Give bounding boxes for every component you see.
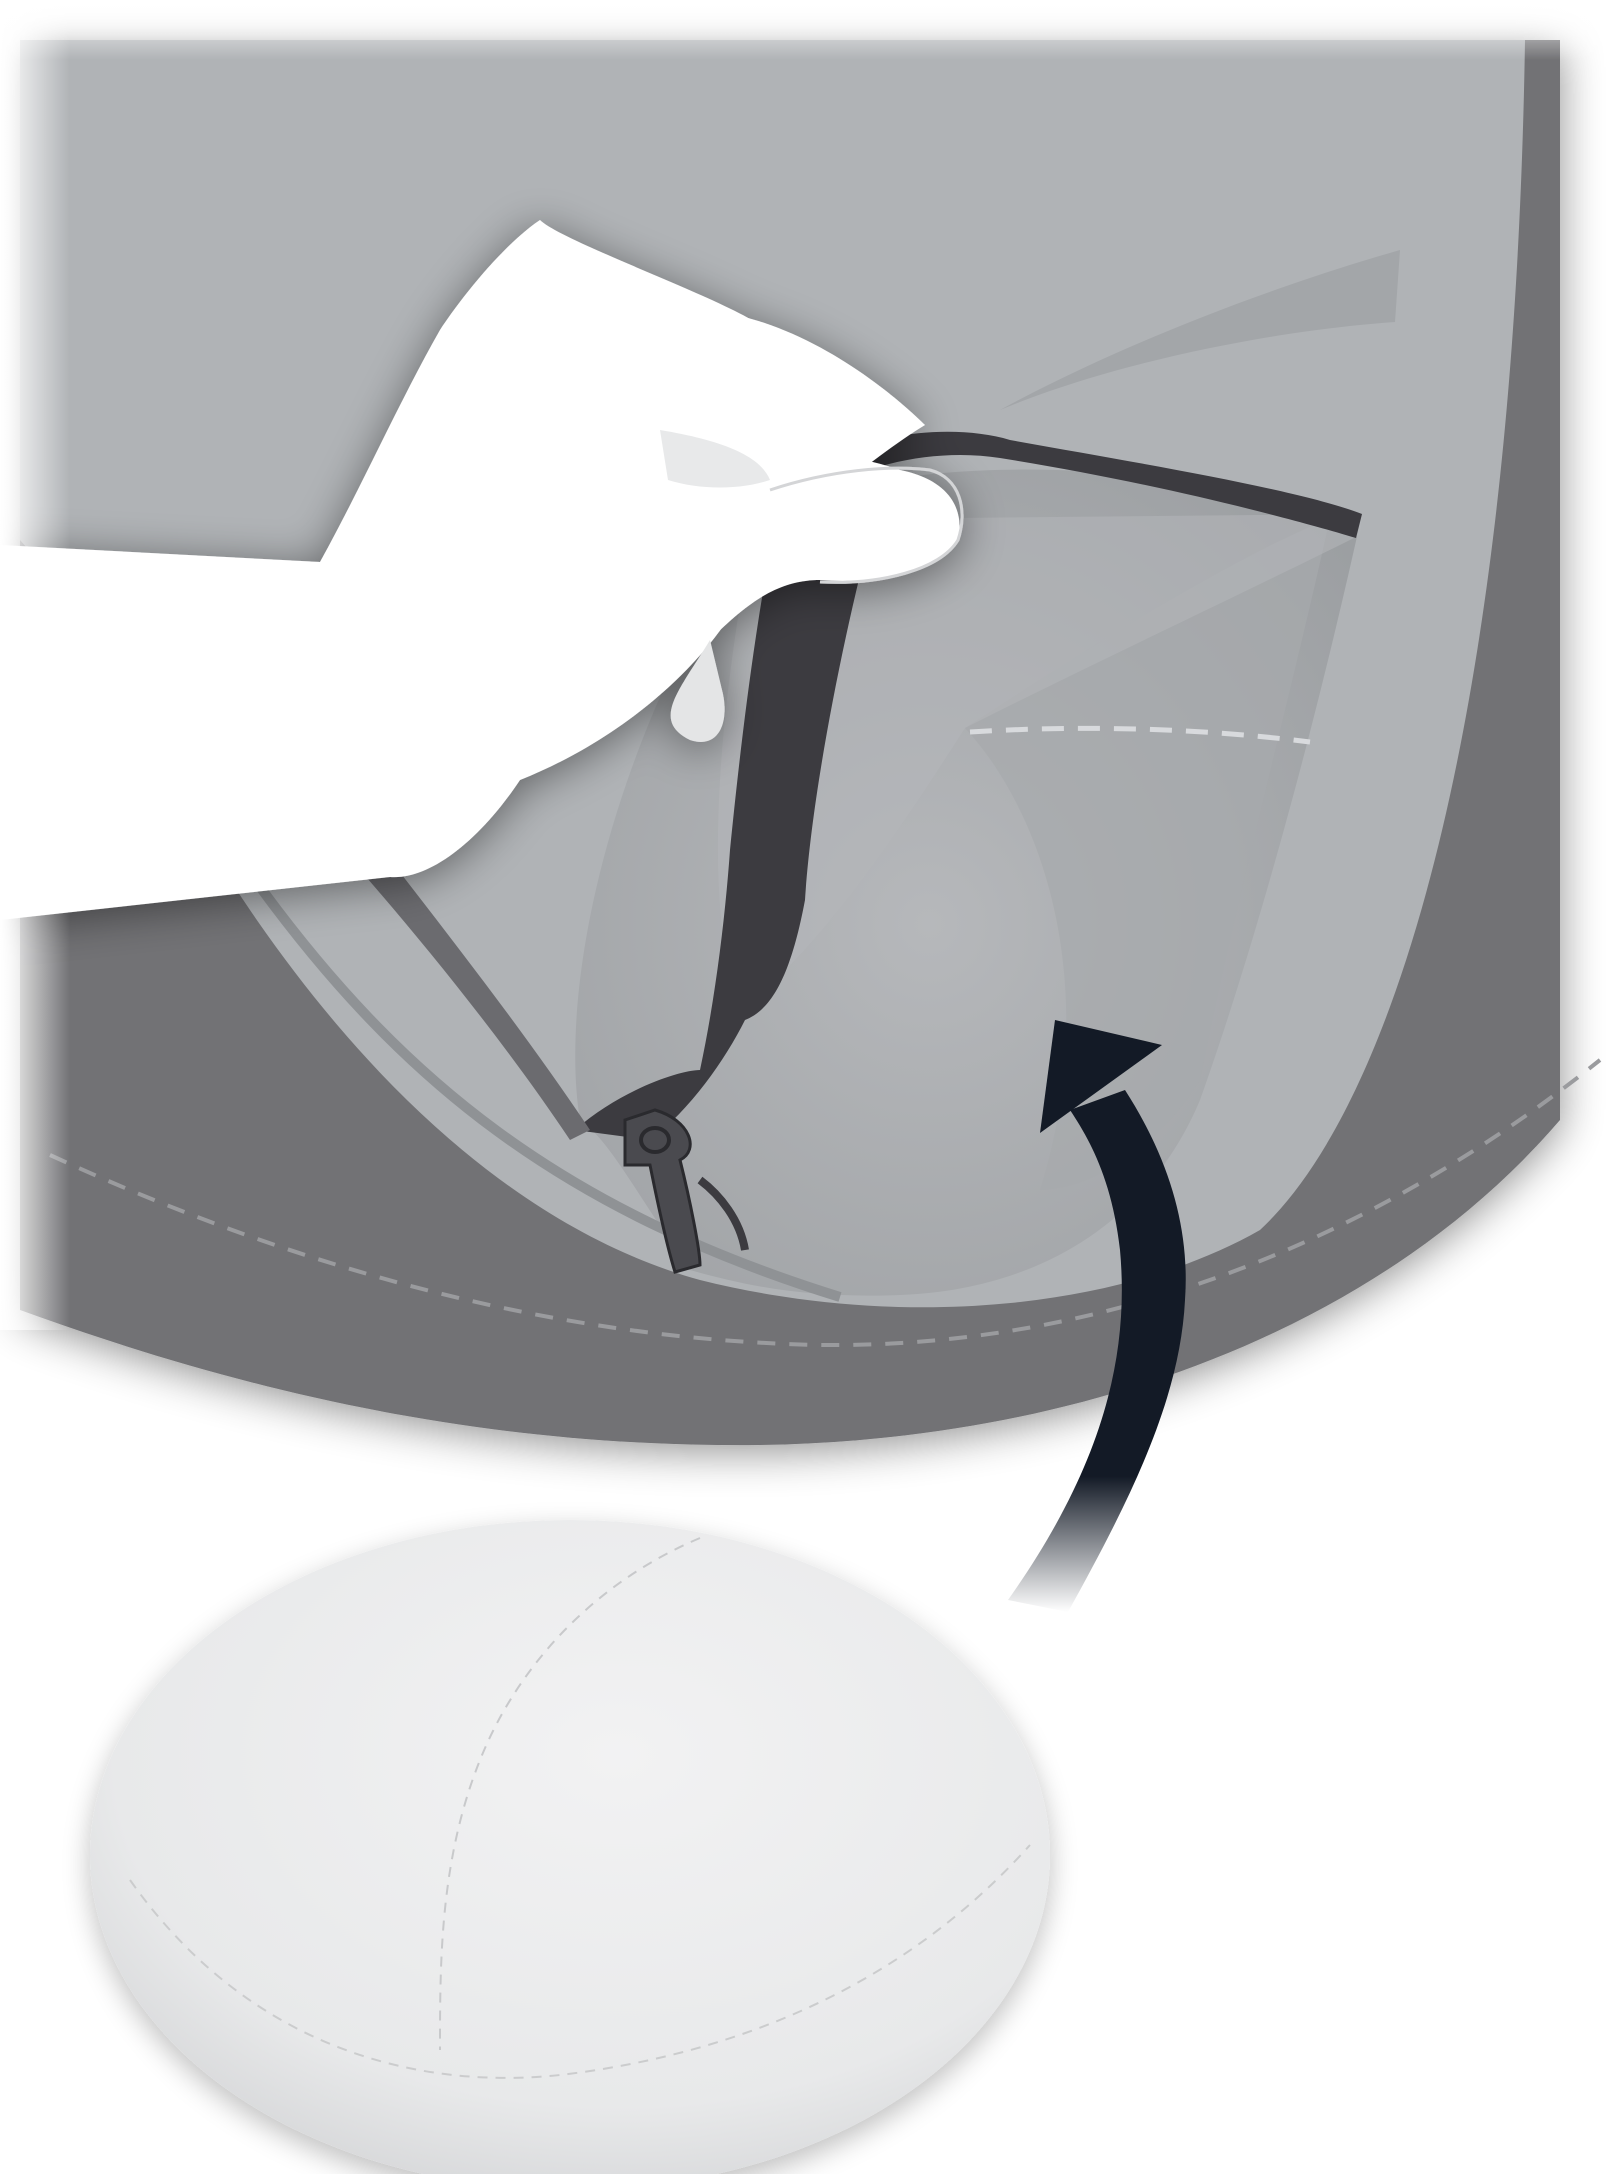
pillow-icon [90,1520,1050,2174]
top-edge-fade [0,0,1620,60]
left-edge-fade [0,0,70,1330]
